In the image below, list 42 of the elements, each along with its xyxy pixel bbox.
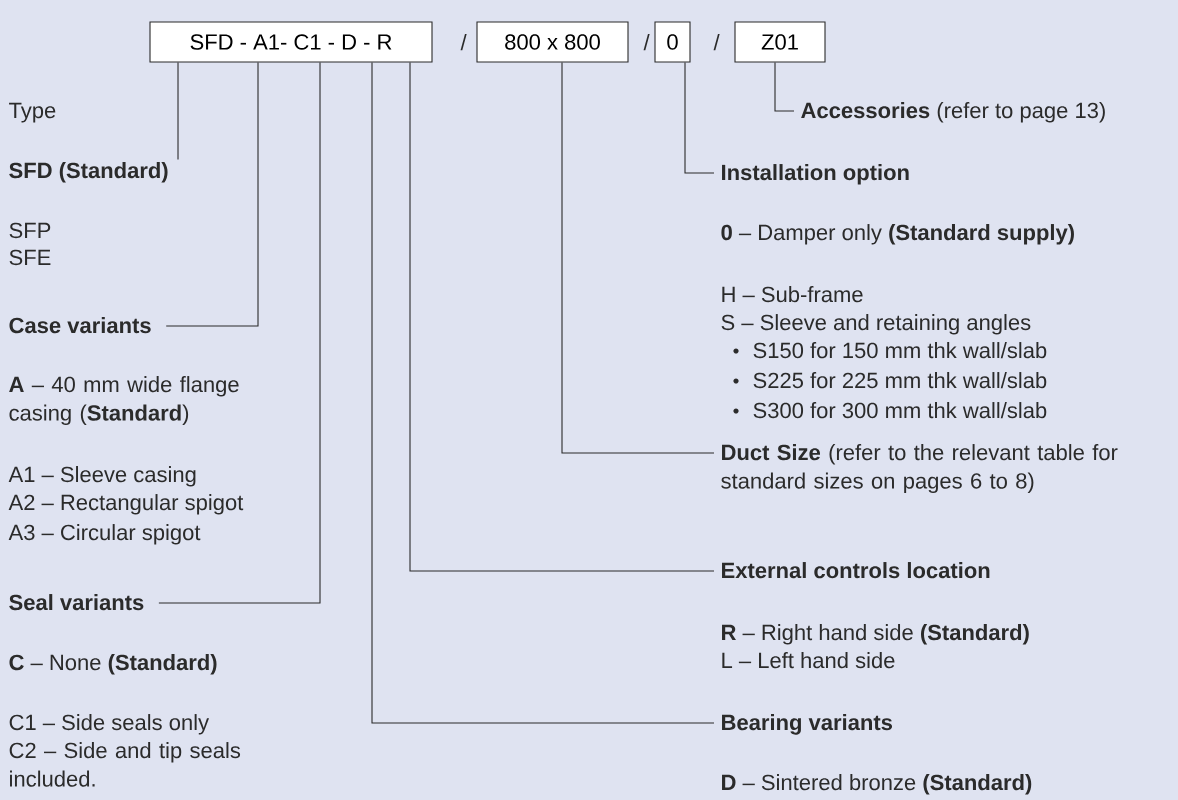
leader-line xyxy=(561,62,715,454)
slash-separator: / xyxy=(713,34,720,51)
option-text: D – Sintered bronze (Standard) xyxy=(722,774,1032,795)
option-text: R – Right hand side (Standard) xyxy=(722,624,1029,645)
heading-text: SFD (Standard) xyxy=(9,162,168,183)
leader-line xyxy=(774,62,795,112)
heading-text: Installation option xyxy=(722,164,909,185)
heading-text: External controls location xyxy=(722,562,990,579)
option-text: C1 – Side seals only xyxy=(9,714,210,735)
heading-text: Bearing variants xyxy=(722,714,893,735)
leader-line xyxy=(371,62,715,724)
option-text: S225 for 225 mm thk wall/slab xyxy=(753,372,1047,389)
heading-text: Accessories (refer to page 13) xyxy=(801,102,1105,123)
option-text: A3 – Circular spigot xyxy=(8,524,201,545)
leader-line xyxy=(409,62,715,572)
option-text: A1 – Sleeve casing xyxy=(8,466,196,487)
slash-separator: / xyxy=(460,34,467,51)
leader-line xyxy=(165,62,259,327)
heading-text: Case variants xyxy=(9,317,151,334)
option-text: S – Sleeve and retaining angles xyxy=(721,314,1031,335)
option-text: L – Left hand side xyxy=(722,652,895,669)
code-box: 0 xyxy=(654,21,691,63)
leader-line xyxy=(158,62,321,604)
option-text: A2 – Rectangular spigot xyxy=(8,494,244,515)
option-text: SFE xyxy=(9,249,51,266)
option-text: H – Sub-frame xyxy=(722,286,863,303)
option-text: C2 – Side and tip seals included. xyxy=(9,742,241,787)
code-box: SFD - A1- C1 - D - R xyxy=(149,21,433,63)
code-box: Z01 xyxy=(734,21,826,63)
leader-line xyxy=(177,62,179,161)
code-box: 800 x 800 xyxy=(476,21,629,63)
option-text: S150 for 150 mm thk wall/slab xyxy=(753,342,1047,359)
option-text: S300 for 300 mm thk wall/slab xyxy=(753,402,1047,419)
option-text: 0 – Damper only (Standard supply) xyxy=(721,224,1074,245)
leader-line xyxy=(684,62,715,174)
option-text: A – 40 mm wide flange casing (Standard) xyxy=(9,376,239,426)
slash-separator: / xyxy=(643,34,650,51)
option-text: SFP xyxy=(9,222,51,239)
option-text: C – None (Standard) xyxy=(9,654,217,675)
heading-text: Duct Size (refer to the relevant table for standard sizes on pages 6 to 8) xyxy=(721,444,1118,494)
heading-text: Seal variants xyxy=(9,594,144,611)
option-text: Type xyxy=(9,102,56,123)
